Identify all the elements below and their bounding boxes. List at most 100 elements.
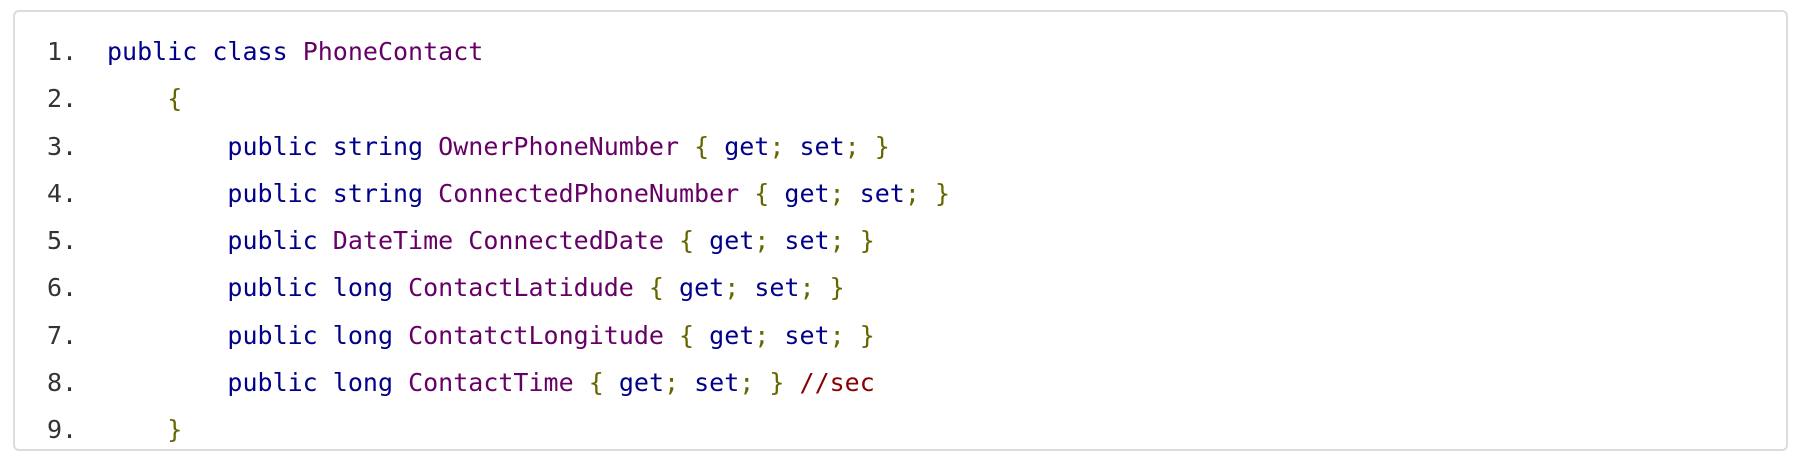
code-token: ; xyxy=(724,273,740,303)
code-token xyxy=(634,273,649,302)
code-token: DateTime xyxy=(332,226,454,256)
code-token: ; xyxy=(739,368,755,398)
code-token xyxy=(920,179,935,208)
code-token: public xyxy=(227,226,318,256)
code-token: public xyxy=(227,178,318,208)
code-token: set xyxy=(784,226,830,256)
line-number: 8. xyxy=(47,368,78,398)
code-token: set xyxy=(694,368,740,398)
code-token: long xyxy=(332,320,394,350)
code-token: string xyxy=(332,131,424,161)
code-token: { xyxy=(679,226,695,256)
code-token xyxy=(664,273,679,302)
code-token xyxy=(423,179,438,208)
code-token: } xyxy=(859,320,875,350)
code-token xyxy=(679,368,694,397)
code-token xyxy=(107,368,227,397)
code-token: } xyxy=(769,368,785,398)
code-token xyxy=(845,226,860,255)
code-token: ; xyxy=(844,131,860,161)
code-token: set xyxy=(799,131,845,161)
code-token: ; xyxy=(769,131,785,161)
code-token xyxy=(739,273,754,302)
code-token: ContatctLongitude xyxy=(408,320,664,350)
code-token: ; xyxy=(664,368,680,398)
code-token: ; xyxy=(829,320,845,350)
code-token: } xyxy=(859,226,875,256)
line-number: 7. xyxy=(47,320,78,350)
code-token: public xyxy=(227,273,318,303)
code-token xyxy=(393,368,408,397)
code-token: ContactLatidude xyxy=(408,273,634,303)
code-token: PhoneContact xyxy=(302,37,484,66)
code-token xyxy=(754,368,769,397)
code-line: 8. public long ContactTime { get; set; }… xyxy=(47,359,950,406)
code-token xyxy=(318,132,333,161)
code-token xyxy=(694,226,709,255)
code-token xyxy=(664,226,679,255)
code-token: get xyxy=(618,368,664,398)
code-token: ContactTime xyxy=(408,368,574,398)
code-token: get xyxy=(709,226,755,256)
code-token: public xyxy=(227,131,318,161)
code-token xyxy=(769,179,784,208)
code-token: { xyxy=(648,273,664,303)
code-token xyxy=(318,368,333,397)
code-token: } xyxy=(874,131,890,161)
code-token: ConnectedPhoneNumber xyxy=(438,178,740,208)
code-token: class xyxy=(212,37,288,66)
code-token: get xyxy=(784,178,830,208)
code-token: { xyxy=(588,368,604,398)
code-token: ; xyxy=(799,273,815,303)
code-token: //sec xyxy=(799,368,875,398)
code-token: string xyxy=(332,178,424,208)
code-token xyxy=(845,179,860,208)
code-token xyxy=(694,321,709,350)
code-line: 9. } xyxy=(47,406,950,453)
code-line: 7. public long ContatctLongitude { get; … xyxy=(47,312,950,359)
code-token xyxy=(604,368,619,397)
code-token xyxy=(393,273,408,302)
code-token: ; xyxy=(754,226,770,256)
code-token: long xyxy=(332,273,394,303)
code-token xyxy=(423,132,438,161)
code-line: 4. public string ConnectedPhoneNumber { … xyxy=(47,170,950,217)
code-token xyxy=(197,37,212,66)
code-token: set xyxy=(784,320,830,350)
code-token: get xyxy=(709,320,755,350)
code-token xyxy=(107,415,167,444)
code-token xyxy=(107,84,167,113)
code-token: } xyxy=(167,415,183,445)
line-number: 4. xyxy=(47,178,78,208)
code-token xyxy=(679,132,694,161)
code-token: { xyxy=(679,320,695,350)
code-token: } xyxy=(829,273,845,303)
code-token: ConnectedDate xyxy=(468,226,664,256)
code-token xyxy=(845,321,860,350)
code-token: set xyxy=(754,273,800,303)
line-number: 6. xyxy=(47,273,78,303)
code-token xyxy=(318,179,333,208)
code-token: ; xyxy=(904,178,920,208)
code-token xyxy=(815,273,830,302)
code-token: set xyxy=(859,178,905,208)
code-token xyxy=(769,321,784,350)
code-token xyxy=(318,226,333,255)
code-token: { xyxy=(694,131,710,161)
code-token xyxy=(769,226,784,255)
code-line: 2. { xyxy=(47,75,950,122)
code-line: 1.public class PhoneContact xyxy=(47,28,950,75)
code-token: get xyxy=(679,273,725,303)
code-token xyxy=(664,321,679,350)
code-line: 6. public long ContactLatidude { get; se… xyxy=(47,264,950,311)
code-token xyxy=(784,368,799,397)
code-token xyxy=(860,132,875,161)
line-number: 3. xyxy=(47,131,78,161)
code-token: } xyxy=(934,178,951,208)
code-token xyxy=(739,179,754,208)
code-token xyxy=(288,37,303,66)
code-token: long xyxy=(332,368,394,398)
code-token xyxy=(709,132,724,161)
